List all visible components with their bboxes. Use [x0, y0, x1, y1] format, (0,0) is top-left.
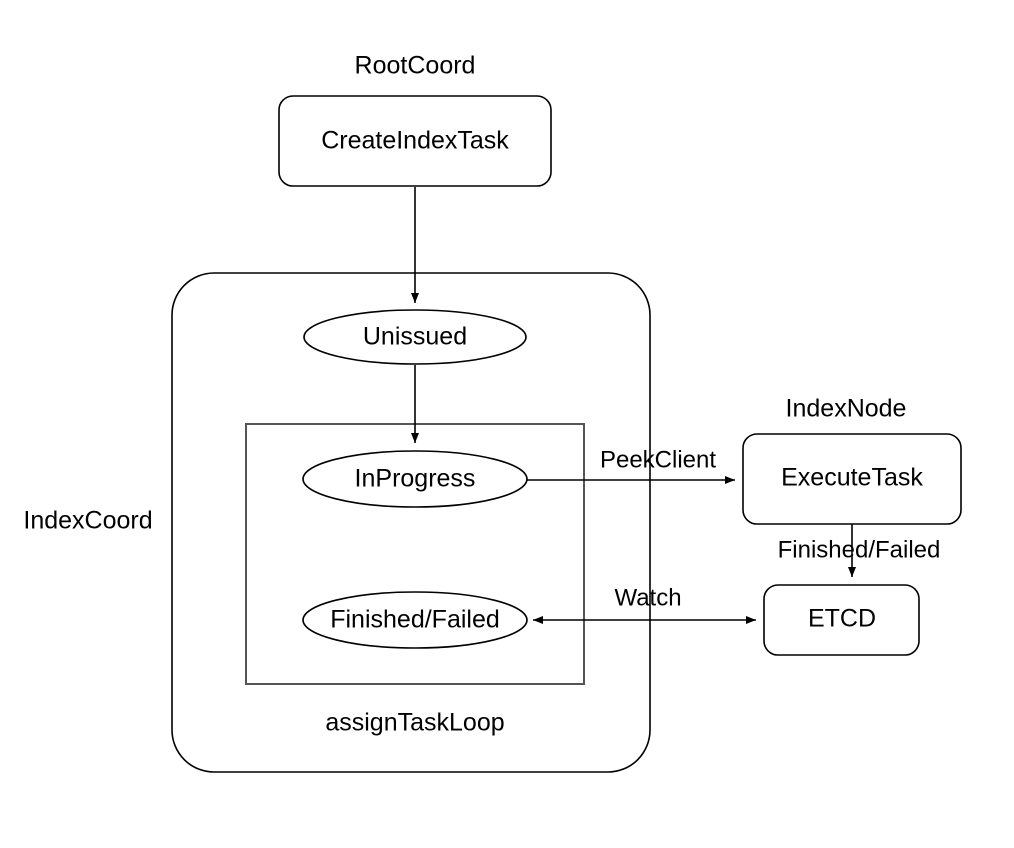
node-label-createindextask: CreateIndexTask: [321, 127, 509, 155]
node-executetask[interactable]: [742, 433, 962, 525]
node-label-etcd: ETCD: [808, 605, 876, 633]
group-container-indexcoord: [171, 272, 651, 773]
node-label-unissued: Unissued: [363, 323, 467, 351]
group-label-assigntaskloop: assignTaskLoop: [325, 709, 504, 737]
node-finishedfailed[interactable]: [302, 591, 528, 649]
edge-label-finished-failed: Finished/Failed: [778, 536, 941, 563]
node-label-finishedfailed: Finished/Failed: [330, 606, 500, 634]
edge-label-watch: Watch: [614, 584, 681, 611]
node-label-inprogress: InProgress: [355, 465, 476, 493]
node-inprogress[interactable]: [302, 450, 528, 508]
group-label-indexnode: IndexNode: [786, 395, 907, 423]
group-label-rootcoord: RootCoord: [355, 52, 476, 80]
node-etcd[interactable]: [763, 584, 920, 656]
node-createindextask[interactable]: [278, 95, 552, 187]
node-unissued[interactable]: [303, 309, 527, 365]
node-label-executetask: ExecuteTask: [781, 464, 923, 492]
edge-label-peekclient: PeekClient: [600, 446, 716, 473]
group-label-indexcoord: IndexCoord: [23, 507, 152, 535]
